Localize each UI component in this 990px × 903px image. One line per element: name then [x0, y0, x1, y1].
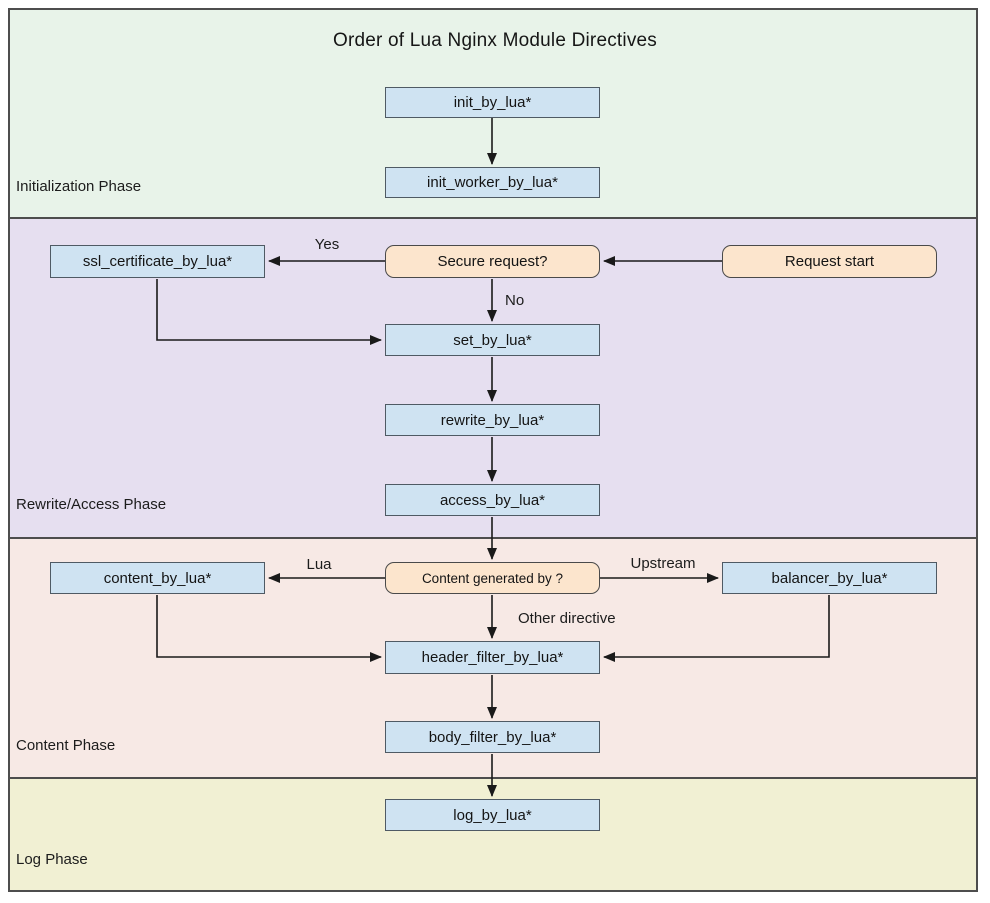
phase-label-content: Content Phase	[16, 737, 116, 754]
node-secure-request: Secure request?	[385, 245, 600, 278]
node-init-worker-by-lua: init_worker_by_lua*	[385, 167, 600, 198]
edge-label-lua: Lua	[306, 556, 332, 573]
phase-label-initialization: Initialization Phase	[16, 178, 142, 195]
node-set-by-lua: set_by_lua*	[385, 324, 600, 356]
node-log-by-lua: log_by_lua*	[385, 799, 600, 831]
edge-label-other-directive: Other directive	[518, 610, 616, 627]
node-header-filter-by-lua: header_filter_by_lua*	[385, 641, 600, 674]
node-content-generated-by: Content generated by ?	[385, 562, 600, 594]
diagram-title: Order of Lua Nginx Module Directives	[332, 30, 657, 51]
node-ssl-certificate-by-lua: ssl_certificate_by_lua*	[50, 245, 265, 278]
edge-label-yes: Yes	[314, 236, 340, 253]
edge-label-no: No	[505, 292, 525, 309]
node-content-by-lua: content_by_lua*	[50, 562, 265, 594]
diagram-frame	[8, 8, 978, 892]
node-access-by-lua: access_by_lua*	[385, 484, 600, 516]
node-rewrite-by-lua: rewrite_by_lua*	[385, 404, 600, 436]
node-body-filter-by-lua: body_filter_by_lua*	[385, 721, 600, 753]
phase-label-rewrite-access: Rewrite/Access Phase	[16, 496, 167, 513]
phase-band-log	[10, 777, 976, 890]
phase-label-log: Log Phase	[16, 851, 88, 868]
node-init-by-lua: init_by_lua*	[385, 87, 600, 118]
edge-label-upstream: Upstream	[630, 555, 696, 572]
node-request-start: Request start	[722, 245, 937, 278]
node-balancer-by-lua: balancer_by_lua*	[722, 562, 937, 594]
